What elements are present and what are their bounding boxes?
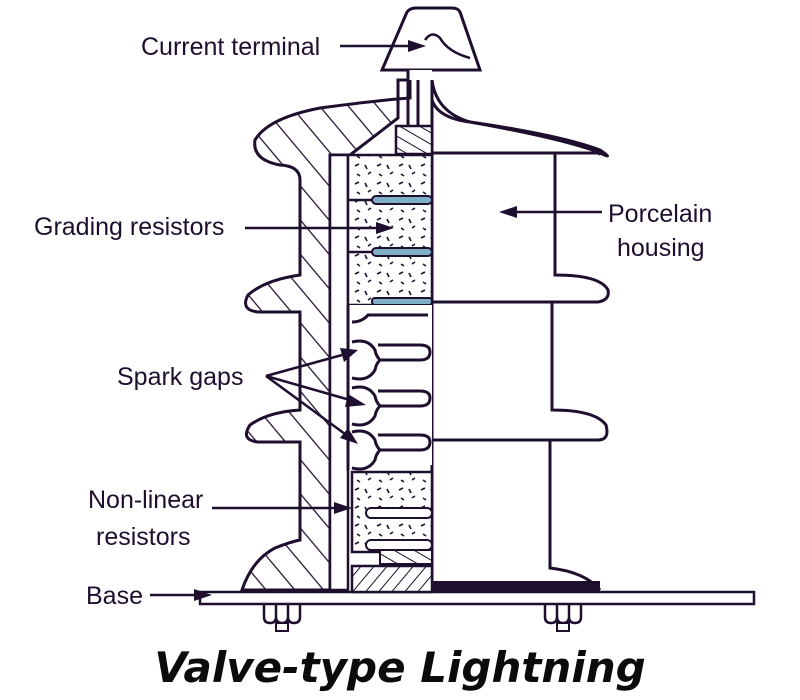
grading-electrode xyxy=(371,195,433,205)
label-spark-gaps: Spark gaps xyxy=(117,363,243,391)
label-grading-resistors: Grading resistors xyxy=(34,213,224,241)
bolt-left xyxy=(262,605,302,632)
label-non-linear-line2: resistors xyxy=(96,523,190,551)
bottom-spacer-small xyxy=(379,549,433,565)
leader-base xyxy=(150,589,212,601)
leader-current-terminal xyxy=(340,40,426,52)
label-porcelain-housing-line1: Porcelain xyxy=(608,200,712,228)
bolt-right xyxy=(543,605,583,632)
leader-non-linear-resistors xyxy=(212,502,352,514)
label-base: Base xyxy=(86,582,143,610)
current-terminal xyxy=(379,6,483,72)
grading-electrode xyxy=(371,297,433,306)
diagram-title: Valve-type Lightning xyxy=(154,643,645,692)
grading-electrode xyxy=(371,247,433,257)
base-plate xyxy=(198,590,756,606)
leader-spark-gaps xyxy=(265,348,366,444)
porcelain-hatched-section xyxy=(239,78,412,592)
leader-porcelain-housing xyxy=(499,206,602,218)
base-seal xyxy=(432,581,600,593)
spark-gap-electrodes xyxy=(351,313,432,471)
grading-resistor-stack xyxy=(346,153,434,307)
bottom-spacer-large xyxy=(350,564,434,594)
porcelain-housing xyxy=(430,80,610,591)
leader-grading-resistors xyxy=(245,222,394,234)
top-spacer-block xyxy=(394,124,434,156)
label-non-linear-line1: Non-linear xyxy=(88,486,203,514)
label-porcelain-housing-line2: housing xyxy=(617,234,705,262)
label-current-terminal: Current terminal xyxy=(141,33,320,61)
